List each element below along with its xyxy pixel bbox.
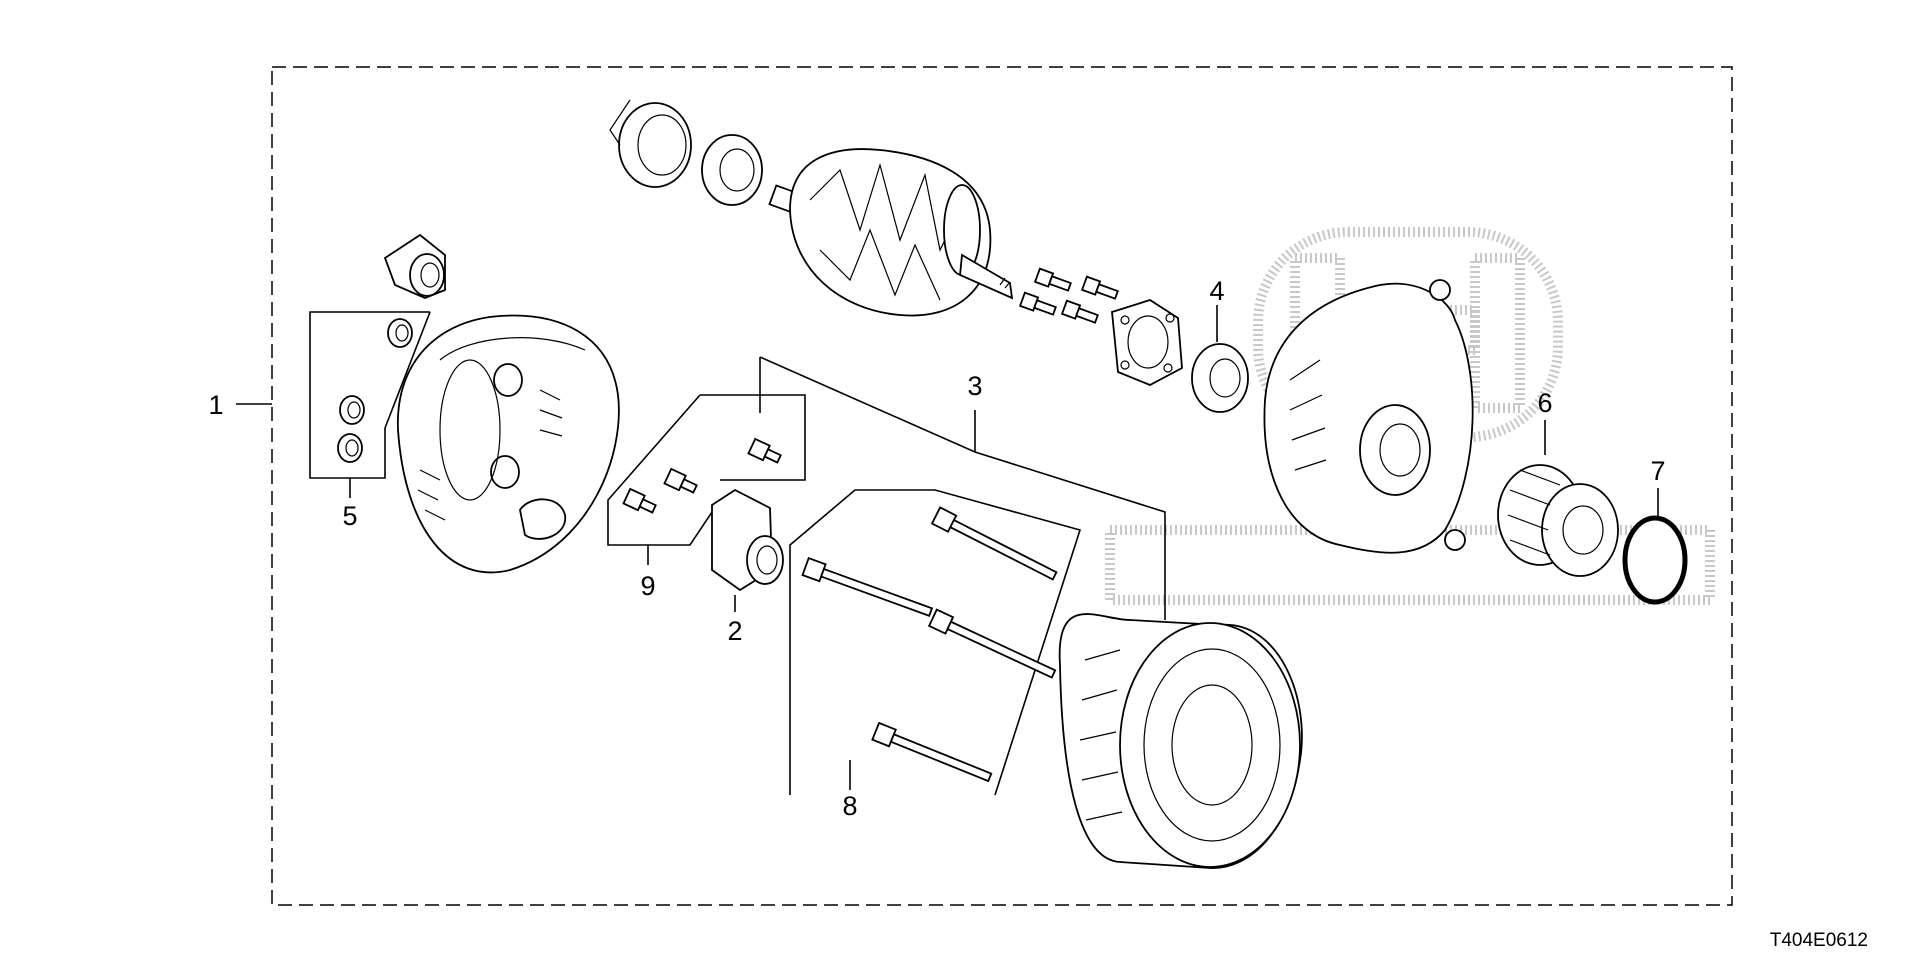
o-ring — [1622, 488, 1688, 605]
through-bolts-group — [789, 489, 1082, 796]
diagram-code: T404E0612 — [1770, 930, 1868, 951]
callout-labels: 1 2 3 4 5 6 7 8 9 — [208, 276, 1665, 821]
callout-7: 7 — [1650, 456, 1665, 486]
front-bearing — [1191, 305, 1249, 413]
pulley — [1497, 420, 1619, 577]
bearing-retainer-plate — [1111, 299, 1183, 386]
callout-6: 6 — [1537, 388, 1552, 418]
drive-end-housing — [1263, 279, 1474, 554]
callout-3: 3 — [967, 371, 982, 401]
bearing-cover — [609, 99, 692, 188]
callout-4: 4 — [1209, 276, 1224, 306]
callout-8: 8 — [842, 791, 857, 821]
callout-5: 5 — [342, 501, 357, 531]
rear-cover — [397, 314, 620, 574]
rotor — [768, 148, 1014, 317]
stator — [1058, 613, 1303, 869]
brush-holder — [711, 488, 784, 612]
callout-9: 9 — [640, 571, 655, 601]
callout-1: 1 — [208, 390, 223, 420]
assembly-frame — [271, 66, 1733, 906]
screws-group — [607, 394, 806, 565]
terminal-insulator — [383, 233, 446, 299]
rear-bearing — [701, 134, 763, 206]
rotor-bolts — [1018, 267, 1119, 324]
nuts-group — [309, 311, 431, 498]
callout-2: 2 — [727, 616, 742, 646]
leader-3 — [759, 356, 1166, 620]
